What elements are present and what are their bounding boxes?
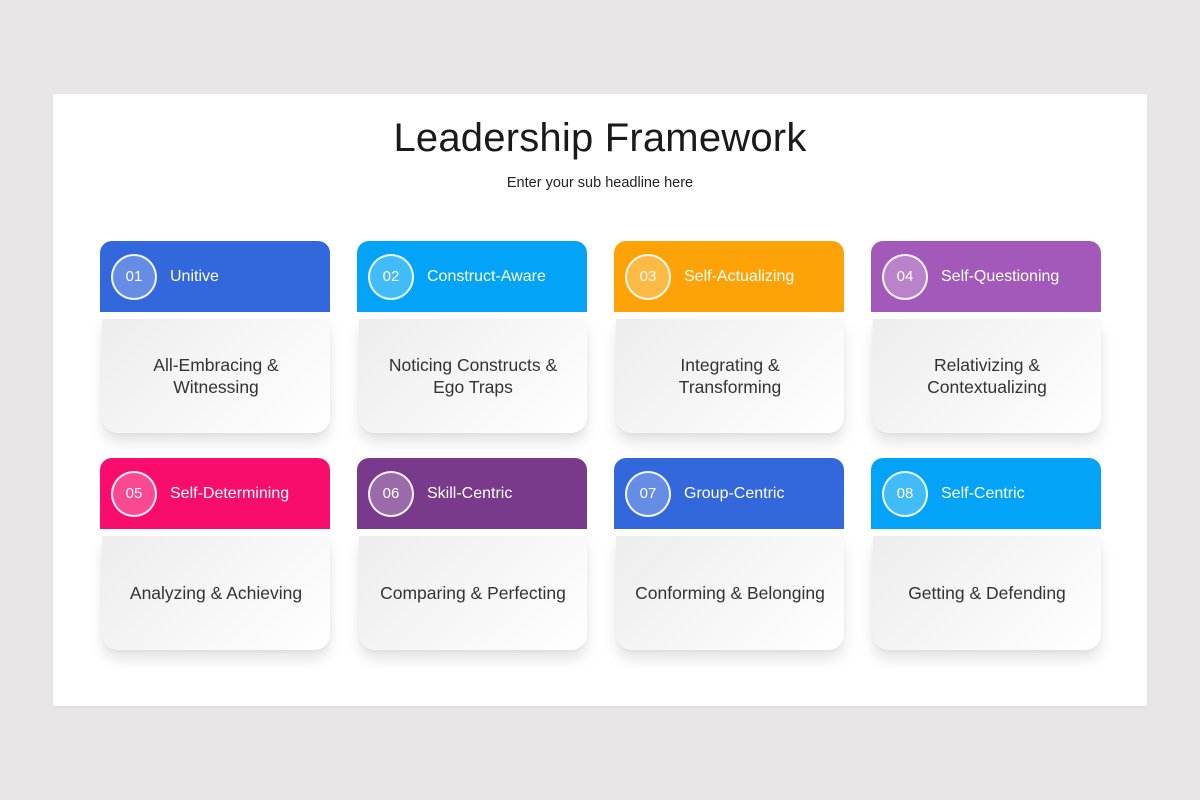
step-number-badge: 07 bbox=[625, 470, 671, 517]
step-number: 06 bbox=[382, 485, 400, 502]
card-title: Construct-Aware bbox=[427, 267, 546, 285]
card-description: Relativizing & Contextualizing bbox=[927, 355, 1047, 397]
step-number: 03 bbox=[639, 268, 657, 285]
step-number: 08 bbox=[896, 485, 914, 502]
card-description: Analyzing & Achieving bbox=[129, 583, 303, 603]
step-number-badge: 01 bbox=[111, 253, 157, 300]
card-header: 02 Construct-Aware bbox=[357, 241, 587, 312]
step-number: 04 bbox=[896, 268, 914, 285]
card-description: Noticing Constructs & Ego Traps bbox=[388, 355, 558, 397]
step-number-badge: 08 bbox=[882, 470, 928, 517]
card-title: Self-Questioning bbox=[941, 267, 1060, 285]
card-title: Skill-Centric bbox=[427, 484, 513, 502]
card-header: 01 Unitive bbox=[100, 241, 330, 312]
card-body: Getting & Defending bbox=[873, 536, 1101, 650]
card-body: Comparing & Perfecting bbox=[359, 536, 587, 650]
card-body: Noticing Constructs & Ego Traps bbox=[359, 319, 587, 433]
slide-subtitle: Enter your sub headline here bbox=[506, 175, 694, 191]
card-title: Unitive bbox=[170, 267, 219, 285]
step-number-badge: 03 bbox=[625, 253, 671, 300]
step-number-badge: 05 bbox=[111, 470, 157, 517]
card-title: Self-Actualizing bbox=[684, 267, 795, 285]
step-number-badge: 04 bbox=[882, 253, 928, 300]
card-body: Conforming & Belonging bbox=[616, 536, 844, 650]
card-header: 06 Skill-Centric bbox=[357, 458, 587, 529]
step-number: 05 bbox=[125, 485, 143, 502]
card-title: Group-Centric bbox=[684, 484, 785, 502]
card-header: 08 Self-Centric bbox=[871, 458, 1101, 529]
card-header: 04 Self-Questioning bbox=[871, 241, 1101, 312]
card-description: Comparing & Perfecting bbox=[380, 583, 566, 603]
card-title: Self-Determining bbox=[170, 484, 290, 502]
card-header: 03 Self-Actualizing bbox=[614, 241, 844, 312]
card-body: Relativizing & Contextualizing bbox=[873, 319, 1101, 433]
card-description: Getting & Defending bbox=[908, 583, 1066, 603]
card-title: Self-Centric bbox=[941, 484, 1025, 502]
step-number-badge: 02 bbox=[368, 253, 414, 300]
card-body: Integrating & Transforming bbox=[616, 319, 844, 433]
step-number: 02 bbox=[382, 268, 400, 285]
card-body: All-Embracing & Witnessing bbox=[102, 319, 330, 433]
slide-title: Leadership Framework bbox=[393, 116, 807, 160]
card-description: All-Embracing & Witnessing bbox=[153, 355, 279, 397]
card-body: Analyzing & Achieving bbox=[102, 536, 330, 650]
step-number-badge: 06 bbox=[368, 470, 414, 517]
step-number: 07 bbox=[639, 485, 657, 502]
card-header: 07 Group-Centric bbox=[614, 458, 844, 529]
step-number: 01 bbox=[125, 268, 143, 285]
card-description: Conforming & Belonging bbox=[635, 583, 825, 603]
card-header: 05 Self-Determining bbox=[100, 458, 330, 529]
card-description: Integrating & Transforming bbox=[678, 355, 782, 397]
